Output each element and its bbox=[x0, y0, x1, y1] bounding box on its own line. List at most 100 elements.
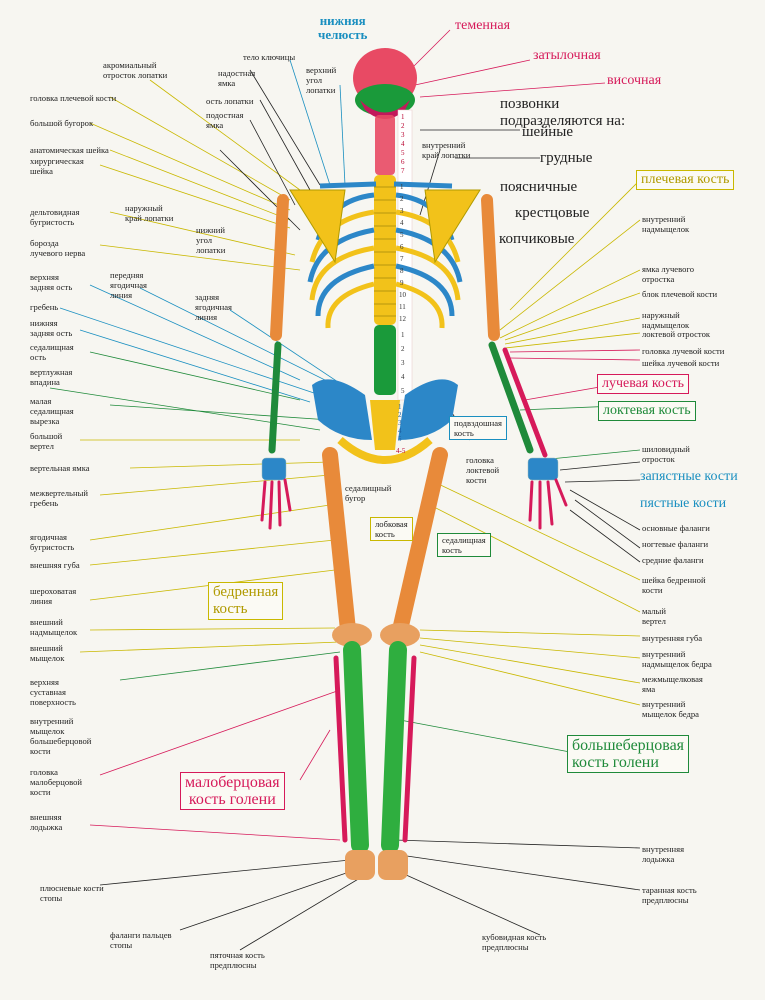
boxed-ilium: подвздошная кость bbox=[449, 416, 507, 440]
label-ulnar-head: головка локтевой кости bbox=[466, 455, 499, 485]
heading-lumbar: поясничные bbox=[500, 179, 577, 196]
label-anterior-gluteal-line: передняя ягодичная линия bbox=[110, 270, 147, 300]
label-radial-neck: шейка лучевой кости bbox=[642, 358, 719, 368]
label-cuboid: кубовидная кость предплюсны bbox=[482, 932, 546, 952]
label-femoral-neck: шейка бедренной кости bbox=[642, 575, 706, 595]
label-deltoid-tuberosity: дельтовидная бугристость bbox=[30, 207, 79, 227]
label-proximal-phalanges: основные фаланги bbox=[642, 523, 710, 533]
vertebra-number: 11 bbox=[399, 302, 406, 312]
boxed-fibula: малоберцовая кость голени bbox=[180, 772, 285, 810]
label-medial-condyle-tibia: внутренний мыщелок большеберцовой кости bbox=[30, 716, 91, 756]
heading-cervical: шейные bbox=[522, 124, 573, 141]
vertebra-number: 6 bbox=[400, 242, 404, 252]
label-lateral-condyle: внешний мыщелок bbox=[30, 643, 64, 663]
label-toe-phalanges: фаланги пальцев стопы bbox=[110, 930, 172, 950]
label-superior-angle: верхний угол лопатки bbox=[306, 65, 336, 95]
vertebra-number: 2 bbox=[401, 344, 405, 354]
label-humeral-head: головка плечевой кости bbox=[30, 93, 116, 103]
label-lateral-epicondyle-humerus: наружный надмыщелок bbox=[642, 310, 689, 330]
label-lateral-malleolus: внешняя лодыжка bbox=[30, 812, 62, 832]
label-metacarpal: пястные кости bbox=[640, 496, 726, 512]
label-calcaneus: пяточная кость предплюсны bbox=[210, 950, 265, 970]
vertebra-number: 7 bbox=[400, 254, 404, 264]
label-trochanteric-fossa: вертельная ямка bbox=[30, 463, 90, 473]
vertebra-number: 5 bbox=[401, 386, 405, 396]
label-ischial-spine: седалищная ость bbox=[30, 342, 74, 362]
label-acromion: акромиальный отросток лопатки bbox=[103, 60, 167, 80]
heading-parietal: теменная bbox=[455, 18, 510, 34]
boxed-tibia: большеберцовая кость голени bbox=[567, 735, 689, 773]
vertebra-number: 5 bbox=[398, 434, 402, 444]
label-crest: гребень bbox=[30, 302, 58, 312]
label-lesser-sciatic-notch: малая седалищная вырезка bbox=[30, 396, 74, 426]
boxed-ulna: локтевая кость bbox=[598, 401, 696, 421]
label-lateral-epicondyle: внешний надмыщелок bbox=[30, 617, 77, 637]
label-surgical-neck: хирургическая шейка bbox=[30, 156, 84, 176]
heading-occipital: затылочная bbox=[533, 48, 601, 64]
label-intertrochanteric-crest: межвертельный гребень bbox=[30, 488, 88, 508]
label-medial-malleolus: внутренняя лодыжка bbox=[642, 844, 684, 864]
label-posterior-inferior-spine: нижняя задняя ость bbox=[30, 318, 72, 338]
vertebra-number: 4-5 bbox=[396, 446, 405, 456]
boxed-femur: бедренная кость bbox=[208, 582, 283, 620]
boxed-ischium: седалищная кость bbox=[437, 533, 491, 557]
label-medial-lip: внутренняя губа bbox=[642, 633, 702, 643]
vertebra-number: 8 bbox=[400, 266, 404, 276]
vertebra-number: 9 bbox=[400, 278, 404, 288]
vertebra-number: 3 bbox=[400, 206, 404, 216]
label-medial-condyle-femur: внутренний мыщелок бедра bbox=[642, 699, 699, 719]
label-greater-trochanter: большой вертел bbox=[30, 431, 62, 451]
boxed-pubic: лобковая кость bbox=[370, 517, 413, 541]
heading-temporal: височная bbox=[607, 73, 661, 89]
label-radial-groove: борозда лучевого нерва bbox=[30, 238, 85, 258]
label-radial-head: головка лучевой кости bbox=[642, 346, 724, 356]
label-talus: таранная кость предплюсны bbox=[642, 885, 697, 905]
label-lateral-lip: внешняя губа bbox=[30, 560, 80, 570]
vertebra-number: 7 bbox=[401, 166, 405, 176]
vertebra-number: 1 bbox=[400, 182, 404, 192]
label-ischial-tuberosity: седалищный бугор bbox=[345, 483, 391, 503]
label-olecranon: локтевой отросток bbox=[642, 329, 710, 339]
label-posterior-superior-spine: верхняя задняя ость bbox=[30, 272, 72, 292]
label-lateral-border: наружный край лопатки bbox=[125, 203, 173, 223]
vertebra-number: 1 bbox=[401, 330, 405, 340]
boxed-radius: лучевая кость bbox=[597, 374, 689, 394]
label-anatomical-neck: анатомическая шейка bbox=[30, 145, 109, 155]
label-lesser-trochanter: малый вертел bbox=[642, 606, 666, 626]
vertebra-number: 10 bbox=[399, 290, 406, 300]
heading-sacral: крестцовые bbox=[515, 205, 589, 222]
label-spine-of-scapula: ость лопатки bbox=[206, 96, 253, 106]
label-medial-border: внутренний край лопатки bbox=[422, 140, 470, 160]
vertebra-number: 4 bbox=[400, 218, 404, 228]
label-superior-articular-surface: верхняя суставная поверхность bbox=[30, 677, 76, 707]
vertebra-number: 2 bbox=[400, 194, 404, 204]
label-metatarsals: плюсневые кости стопы bbox=[40, 883, 104, 903]
vertebra-number: 3 bbox=[401, 358, 405, 368]
label-posterior-gluteal-line: задняя ягодичная линия bbox=[195, 292, 232, 322]
label-linea-aspera: шероховатая линия bbox=[30, 586, 76, 606]
heading-coccygeal: копчиковые bbox=[499, 231, 574, 248]
label-greater-tubercle: большой бугорок bbox=[30, 118, 93, 128]
label-clavicle-body: тело ключицы bbox=[243, 52, 295, 62]
label-medial-epicondyle: внутренний надмыщелок bbox=[642, 214, 689, 234]
label-supraspinous-fossa: надостная ямка bbox=[218, 68, 255, 88]
boxed-humerus: плечевая кость bbox=[636, 170, 734, 190]
vertebra-number: 4 bbox=[401, 372, 405, 382]
label-fibular-head: головка малоберцовой кости bbox=[30, 767, 82, 797]
label-medial-epicondyle-femur: внутренний надмыщелок бедра bbox=[642, 649, 712, 669]
label-styloid-process: шиловидный отросток bbox=[642, 444, 690, 464]
vertebra-number: 5 bbox=[400, 230, 404, 240]
label-intercondylar-fossa: межмыщелковая яма bbox=[642, 674, 703, 694]
label-acetabulum: вертлужная впадина bbox=[30, 367, 72, 387]
label-carpal: запястные кости bbox=[640, 469, 738, 485]
label-infraspinous-fossa: подостная ямка bbox=[206, 110, 243, 130]
label-distal-phalanges: ногтевые фаланги bbox=[642, 539, 708, 549]
label-inferior-angle: нижний угол лопатки bbox=[196, 225, 225, 255]
label-radial-fossa: ямка лучевого отростка bbox=[642, 264, 694, 284]
heading-thoracic: грудные bbox=[540, 150, 592, 167]
label-trochlea: блок плечевой кости bbox=[642, 289, 717, 299]
vertebra-number: 12 bbox=[399, 314, 406, 324]
label-middle-phalanges: средние фаланги bbox=[642, 555, 704, 565]
label-gluteal-tuberosity: ягодичная бугристость bbox=[30, 532, 74, 552]
